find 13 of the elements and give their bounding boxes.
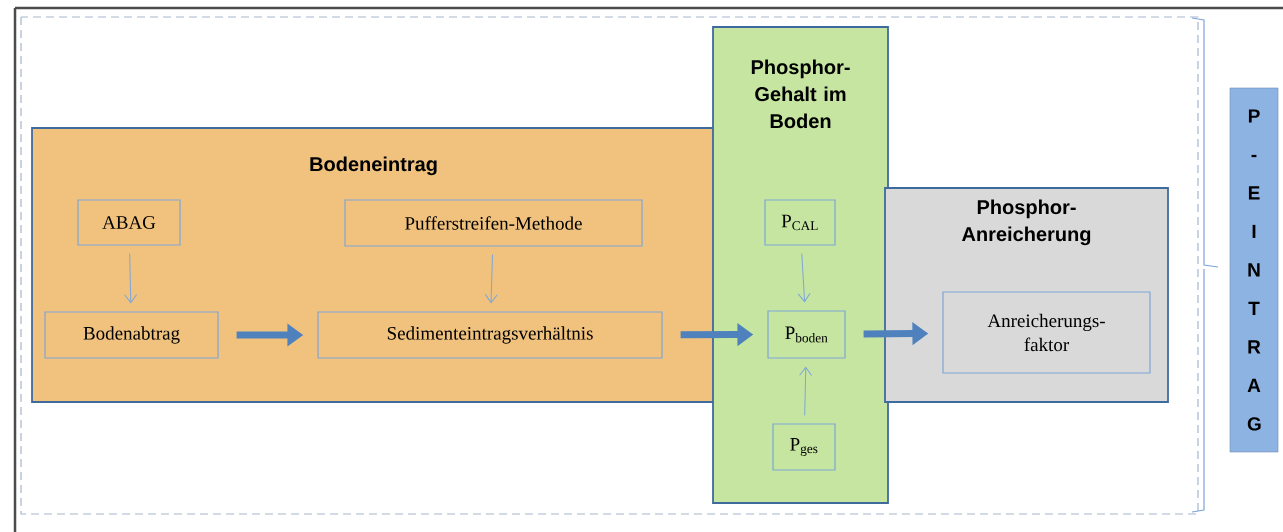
arrow bbox=[797, 253, 811, 303]
process-box: P$_{ges}$ bbox=[772, 423, 836, 471]
arrow bbox=[484, 254, 498, 304]
process-box: P$_{CAL}$ bbox=[764, 199, 836, 246]
arrow bbox=[799, 366, 813, 416]
process-box: Sedimenteintragsverhältnis bbox=[317, 311, 663, 359]
process-box: Pufferstreifen-Methode bbox=[344, 199, 643, 247]
vertical-label: P-EINTRAG bbox=[1229, 87, 1279, 453]
process-box: ABAG bbox=[77, 199, 181, 246]
process-box: P$_{boden}$ bbox=[767, 310, 846, 359]
process-box: Bodenabtrag bbox=[44, 311, 219, 359]
arrow bbox=[124, 253, 138, 304]
process-box: Anreicherungs-faktor bbox=[942, 291, 1151, 374]
